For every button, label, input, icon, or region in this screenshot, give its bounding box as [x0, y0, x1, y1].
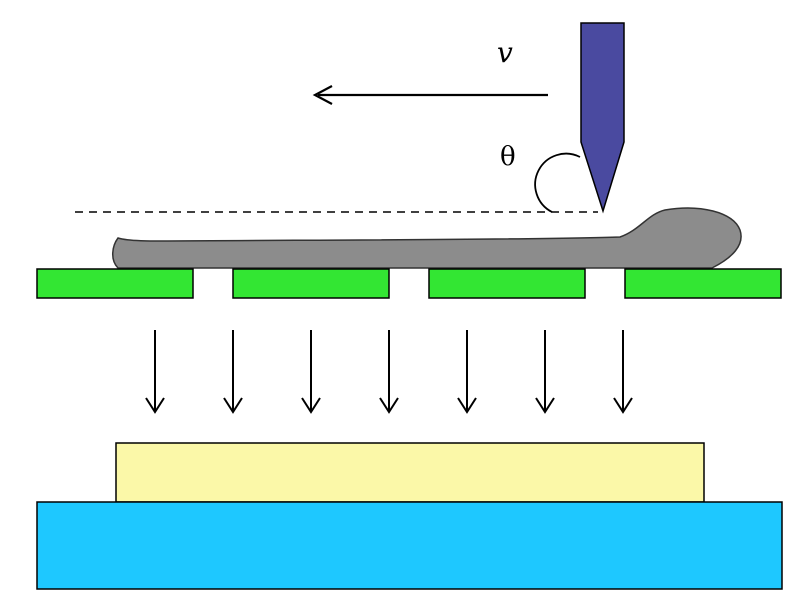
down-arrow	[613, 330, 633, 414]
angle-arc	[534, 152, 581, 213]
down-arrow	[301, 330, 321, 414]
down-arrow	[223, 330, 243, 414]
velocity-arrowhead	[312, 85, 333, 105]
down-arrow	[457, 330, 477, 414]
stencil-segment	[36, 268, 194, 299]
stencil-segment	[232, 268, 390, 299]
stencil-segment	[428, 268, 586, 299]
squeegee-blade	[580, 22, 625, 214]
down-arrow	[145, 330, 165, 414]
velocity-label: v	[497, 36, 513, 69]
stencil-segment	[624, 268, 782, 299]
down-arrow	[379, 330, 399, 414]
substrate	[36, 501, 783, 590]
deposited-layer	[115, 442, 705, 503]
down-arrow	[535, 330, 555, 414]
deposition-arrows	[145, 330, 633, 414]
angle-label: θ	[500, 142, 516, 172]
paste	[112, 207, 742, 269]
stencil	[36, 268, 782, 299]
